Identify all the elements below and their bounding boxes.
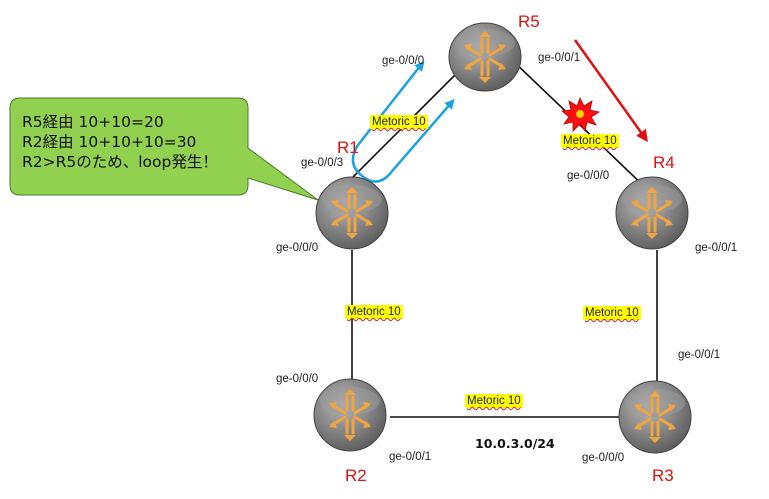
router-r2-label: R2	[345, 466, 367, 485]
loop-arrow-icon	[351, 69, 455, 183]
callout-line-3: R2>R5のため、loop発生！	[22, 153, 218, 171]
callout-bubble	[9, 97, 319, 201]
iface-r4-ge000: ge-0/0/0	[567, 170, 610, 182]
link-r5-r4	[511, 59, 649, 191]
router-r2-icon	[313, 378, 387, 452]
router-r5-label: R5	[518, 12, 540, 31]
iface-r5-ge001: ge-0/0/1	[538, 52, 581, 64]
router-r5-icon	[448, 22, 522, 92]
iface-r1-ge000: ge-0/0/0	[276, 242, 319, 254]
iface-r4-ge001: ge-0/0/1	[695, 242, 738, 254]
metric-r2-r3: Metoric 10	[465, 394, 523, 408]
metric-r1-r2: Metoric 10	[345, 305, 403, 319]
subnet-label: 10.0.3.0/24	[475, 436, 555, 451]
callout-line-2: R2経由 10+10+10=30	[22, 133, 197, 151]
router-r1-label: R1	[337, 138, 359, 157]
router-r1-icon	[315, 176, 389, 250]
callout-text: R5経由 10+10=20 R2経由 10+10+10=30 R2>R5のため、…	[22, 112, 218, 172]
router-r3-icon	[618, 380, 692, 454]
callout-line-1: R5経由 10+10=20	[22, 113, 164, 131]
router-r3-label: R3	[652, 466, 674, 485]
iface-r5-ge000: ge-0/0/0	[382, 55, 425, 67]
router-r4-icon	[615, 176, 689, 250]
iface-r2-ge001: ge-0/0/1	[389, 451, 432, 463]
metric-r1-r5: Metoric 10	[370, 115, 428, 129]
loop-arrow-tail-icon	[414, 60, 425, 72]
metric-r4-r3: Metoric 10	[583, 306, 641, 320]
metric-r5-r4: Metoric 10	[561, 134, 619, 148]
iface-r3-ge001: ge-0/0/1	[678, 349, 721, 361]
router-r4-label: R4	[653, 153, 675, 172]
iface-r3-ge000: ge-0/0/0	[582, 452, 625, 464]
iface-r1-ge003: ge-0/0/3	[301, 157, 344, 169]
iface-r2-ge000: ge-0/0/0	[276, 373, 319, 385]
failure-arrow-icon	[573, 39, 648, 143]
